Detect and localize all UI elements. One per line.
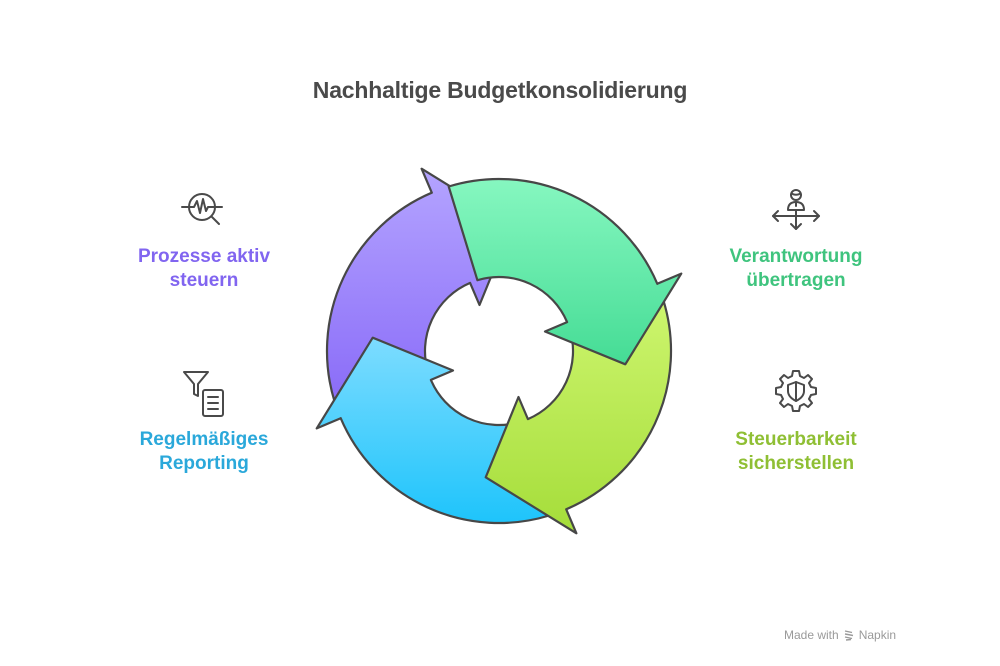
step-label-line1: Steuerbarkeit <box>735 429 857 450</box>
step-prozesse-aktiv-steuern: Prozesse aktiv steuern <box>84 183 324 293</box>
delegate-person-arrows-icon <box>772 189 820 230</box>
diagram-title: Nachhaltige Budgetkonsolidierung <box>312 77 688 103</box>
napkin-logo-icon <box>844 630 853 641</box>
step-label-line2: steuern <box>169 270 239 291</box>
step-label-line1: Verantwortung <box>729 246 863 267</box>
filter-report-icon <box>183 371 224 417</box>
step-label-line2: übertragen <box>746 270 846 291</box>
napkin-brand-text: Napkin <box>858 628 897 642</box>
step-label-line1: Prozesse aktiv <box>137 246 271 267</box>
napkin-watermark: Made with Napkin <box>784 628 896 642</box>
made-with-text: Made with <box>784 628 839 642</box>
step-label-line2: sicherstellen <box>737 453 855 474</box>
step-label-line2: Reporting <box>159 453 249 474</box>
cycle-arrow-teal <box>447 177 683 366</box>
step-label-line1: Regelmäßiges <box>139 429 269 450</box>
step-regelmaessiges-reporting: Regelmäßiges Reporting <box>84 366 324 476</box>
gear-shield-icon <box>775 370 817 412</box>
step-steuerbarkeit-sicherstellen: Steuerbarkeit sicherstellen <box>676 366 916 476</box>
step-verantwortung-uebertragen: Verantwortung übertragen <box>676 183 916 293</box>
process-monitor-icon <box>181 193 223 225</box>
